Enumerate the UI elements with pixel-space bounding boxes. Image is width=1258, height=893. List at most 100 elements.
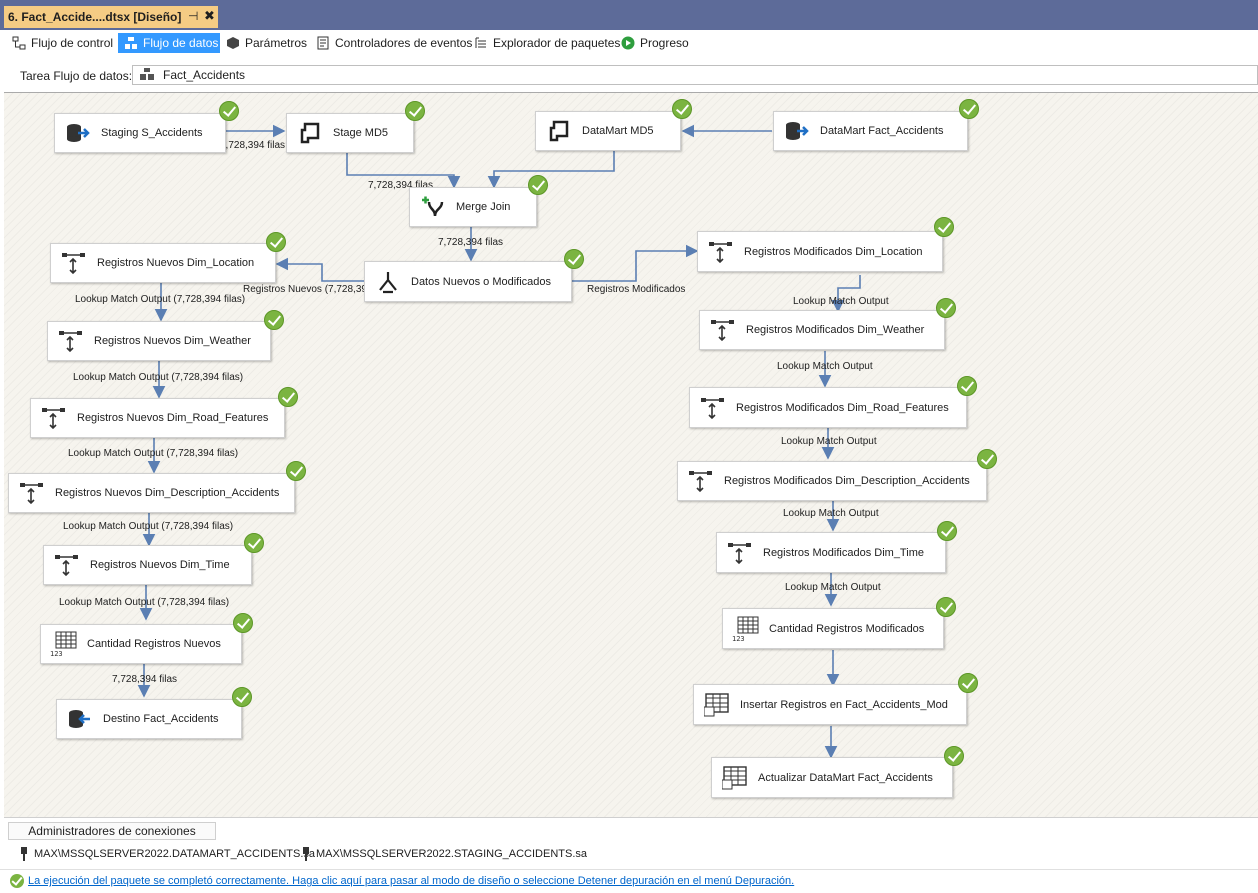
component-lookup-mod-time[interactable]: Registros Modificados Dim_Time — [716, 532, 946, 573]
lookup-icon — [696, 395, 730, 421]
component-lookup-mod-location[interactable]: Registros Modificados Dim_Location — [697, 231, 943, 272]
path-label: Lookup Match Output — [781, 436, 877, 447]
designer-tabs: Flujo de control Flujo de datos Parámetr… — [0, 30, 1258, 59]
pin-icon[interactable]: ⊣ — [188, 9, 199, 23]
component-merge-join[interactable]: Merge Join — [409, 187, 537, 227]
path-label: 7,728,394 filas — [112, 674, 178, 685]
connection-plug-icon — [300, 847, 312, 861]
path-label: Lookup Match Output — [793, 296, 889, 307]
component-lookup-mod-road-features[interactable]: Registros Modificados Dim_Road_Features — [689, 387, 967, 428]
path-label: 7,728,394 filas — [438, 237, 504, 248]
control-flow-icon — [12, 36, 26, 50]
component-lookup-mod-weather[interactable]: Registros Modificados Dim_Weather — [699, 310, 945, 350]
connection-manager-label: MAX\MSSQLSERVER2022.DATAMART_ACCIDENTS.s… — [34, 848, 315, 860]
data-flow-canvas[interactable]: 7,728,394 filas 7,728,394 filas 7,728,39… — [4, 92, 1258, 817]
component-stage-md5[interactable]: Stage MD5 — [286, 113, 414, 153]
ole-db-command-icon — [700, 692, 734, 718]
success-check-icon — [672, 99, 692, 119]
lookup-icon — [15, 480, 49, 506]
component-lookup-new-road-features[interactable]: Registros Nuevos Dim_Road_Features — [30, 398, 285, 438]
status-link[interactable]: La ejecución del paquete se completó cor… — [28, 875, 795, 887]
success-check-icon — [936, 597, 956, 617]
component-lookup-new-time[interactable]: Registros Nuevos Dim_Time — [43, 545, 252, 585]
tab-progress[interactable]: Progreso — [621, 33, 689, 53]
component-label: Cantidad Registros Nuevos — [87, 638, 221, 650]
event-handlers-icon — [316, 36, 330, 50]
tab-label: Progreso — [640, 36, 689, 50]
tab-parameters[interactable]: Parámetros — [226, 33, 307, 53]
success-check-icon — [219, 101, 239, 121]
component-label: Actualizar DataMart Fact_Accidents — [758, 771, 933, 784]
tab-package-explorer[interactable]: Explorador de paquetes — [474, 33, 620, 53]
connection-plug-icon — [18, 847, 30, 861]
component-destination[interactable]: Destino Fact_Accidents — [56, 699, 242, 739]
connection-manager-item[interactable]: MAX\MSSQLSERVER2022.STAGING_ACCIDENTS.sa — [300, 847, 587, 861]
connection-managers-tab[interactable]: Administradores de conexiones — [8, 822, 216, 840]
component-lookup-mod-description[interactable]: Registros Modificados Dim_Description_Ac… — [677, 461, 987, 501]
tab-data-flow[interactable]: Flujo de datos — [118, 33, 220, 53]
lookup-icon — [50, 552, 84, 578]
destination-icon — [63, 706, 97, 732]
component-row-count-modified[interactable]: 123 Cantidad Registros Modificados — [722, 608, 944, 649]
component-label: Registros Modificados Dim_Description_Ac… — [724, 475, 970, 487]
path-label: Lookup Match Output (7,728,394 filas) — [59, 597, 230, 608]
component-lookup-new-description[interactable]: Registros Nuevos Dim_Description_Acciden… — [8, 473, 295, 513]
component-datamart-md5[interactable]: DataMart MD5 — [535, 111, 681, 151]
path-label: Registros Nuevos (7,728,394 filas) — [243, 284, 397, 295]
lookup-icon — [54, 328, 88, 354]
component-label: Cantidad Registros Modificados — [769, 622, 925, 635]
document-tab[interactable]: 6. Fact_Accide....dtsx [Diseño] ⊣ ✖ — [4, 6, 218, 28]
component-label: Datos Nuevos o Modificados — [411, 275, 552, 288]
tab-event-handlers[interactable]: Controladores de eventos — [316, 33, 472, 53]
task-value: Fact_Accidents — [163, 68, 246, 82]
success-check-icon — [286, 461, 306, 481]
path-line — [346, 152, 461, 189]
row-count-icon: 123 — [729, 616, 763, 642]
component-conditional-split[interactable]: Datos Nuevos o Modificados — [364, 261, 572, 302]
component-label: Registros Nuevos Dim_Road_Features — [77, 412, 269, 424]
path-line — [275, 257, 364, 282]
component-lookup-new-weather[interactable]: Registros Nuevos Dim_Weather — [47, 321, 271, 361]
success-check-icon — [957, 376, 977, 396]
success-check-icon — [977, 449, 997, 469]
success-check-icon — [232, 687, 252, 707]
path-label: Lookup Match Output (7,728,394 filas) — [75, 294, 246, 305]
source-icon — [780, 118, 814, 144]
tab-control-flow[interactable]: Flujo de control — [12, 33, 113, 53]
component-staging-source[interactable]: Staging S_Accidents — [54, 113, 226, 153]
success-check-icon — [278, 387, 298, 407]
component-label: Destino Fact_Accidents — [103, 713, 219, 725]
success-check-icon — [405, 101, 425, 121]
component-label: Registros Nuevos Dim_Time — [90, 559, 230, 571]
success-check-icon — [264, 310, 284, 330]
component-label: DataMart MD5 — [582, 125, 654, 137]
success-check-icon — [528, 175, 548, 195]
data-flow-icon — [124, 36, 138, 50]
component-ole-db-insert[interactable]: Insertar Registros en Fact_Accidents_Mod — [693, 684, 967, 725]
component-ole-db-update[interactable]: Actualizar DataMart Fact_Accidents — [711, 757, 953, 798]
task-label: Tarea Flujo de datos: — [20, 69, 133, 83]
task-selector-bar: Tarea Flujo de datos: Fact_Accidents — [0, 58, 1258, 90]
component-label: Staging S_Accidents — [101, 127, 203, 139]
lookup-icon — [704, 239, 738, 265]
component-label: Merge Join — [456, 201, 511, 213]
component-label: DataMart Fact_Accidents — [820, 125, 944, 137]
connection-manager-item[interactable]: MAX\MSSQLSERVER2022.DATAMART_ACCIDENTS.s… — [18, 847, 315, 861]
paths-layer — [137, 124, 861, 759]
component-lookup-new-location[interactable]: Registros Nuevos Dim_Location — [50, 243, 276, 283]
path-label: Lookup Match Output — [783, 508, 879, 519]
lookup-icon — [706, 317, 740, 343]
row-count-icon: 123 — [47, 631, 81, 657]
path-label: Lookup Match Output (7,728,394 filas) — [73, 372, 244, 383]
component-datamart-source[interactable]: DataMart Fact_Accidents — [773, 111, 968, 151]
script-icon — [542, 118, 576, 144]
component-label: Insertar Registros en Fact_Accidents_Mod — [740, 698, 948, 711]
task-dropdown[interactable]: Fact_Accidents — [132, 65, 1258, 85]
component-row-count-new[interactable]: 123 Cantidad Registros Nuevos — [40, 624, 242, 664]
package-explorer-icon — [474, 36, 488, 50]
close-icon[interactable]: ✖ — [204, 8, 215, 23]
component-label: Registros Nuevos Dim_Weather — [94, 335, 251, 347]
path-label: 7,728,394 filas — [368, 180, 434, 191]
connection-managers-pane: Administradores de conexiones MAX\MSSQLS… — [4, 817, 1258, 870]
component-label: Stage MD5 — [333, 127, 389, 139]
